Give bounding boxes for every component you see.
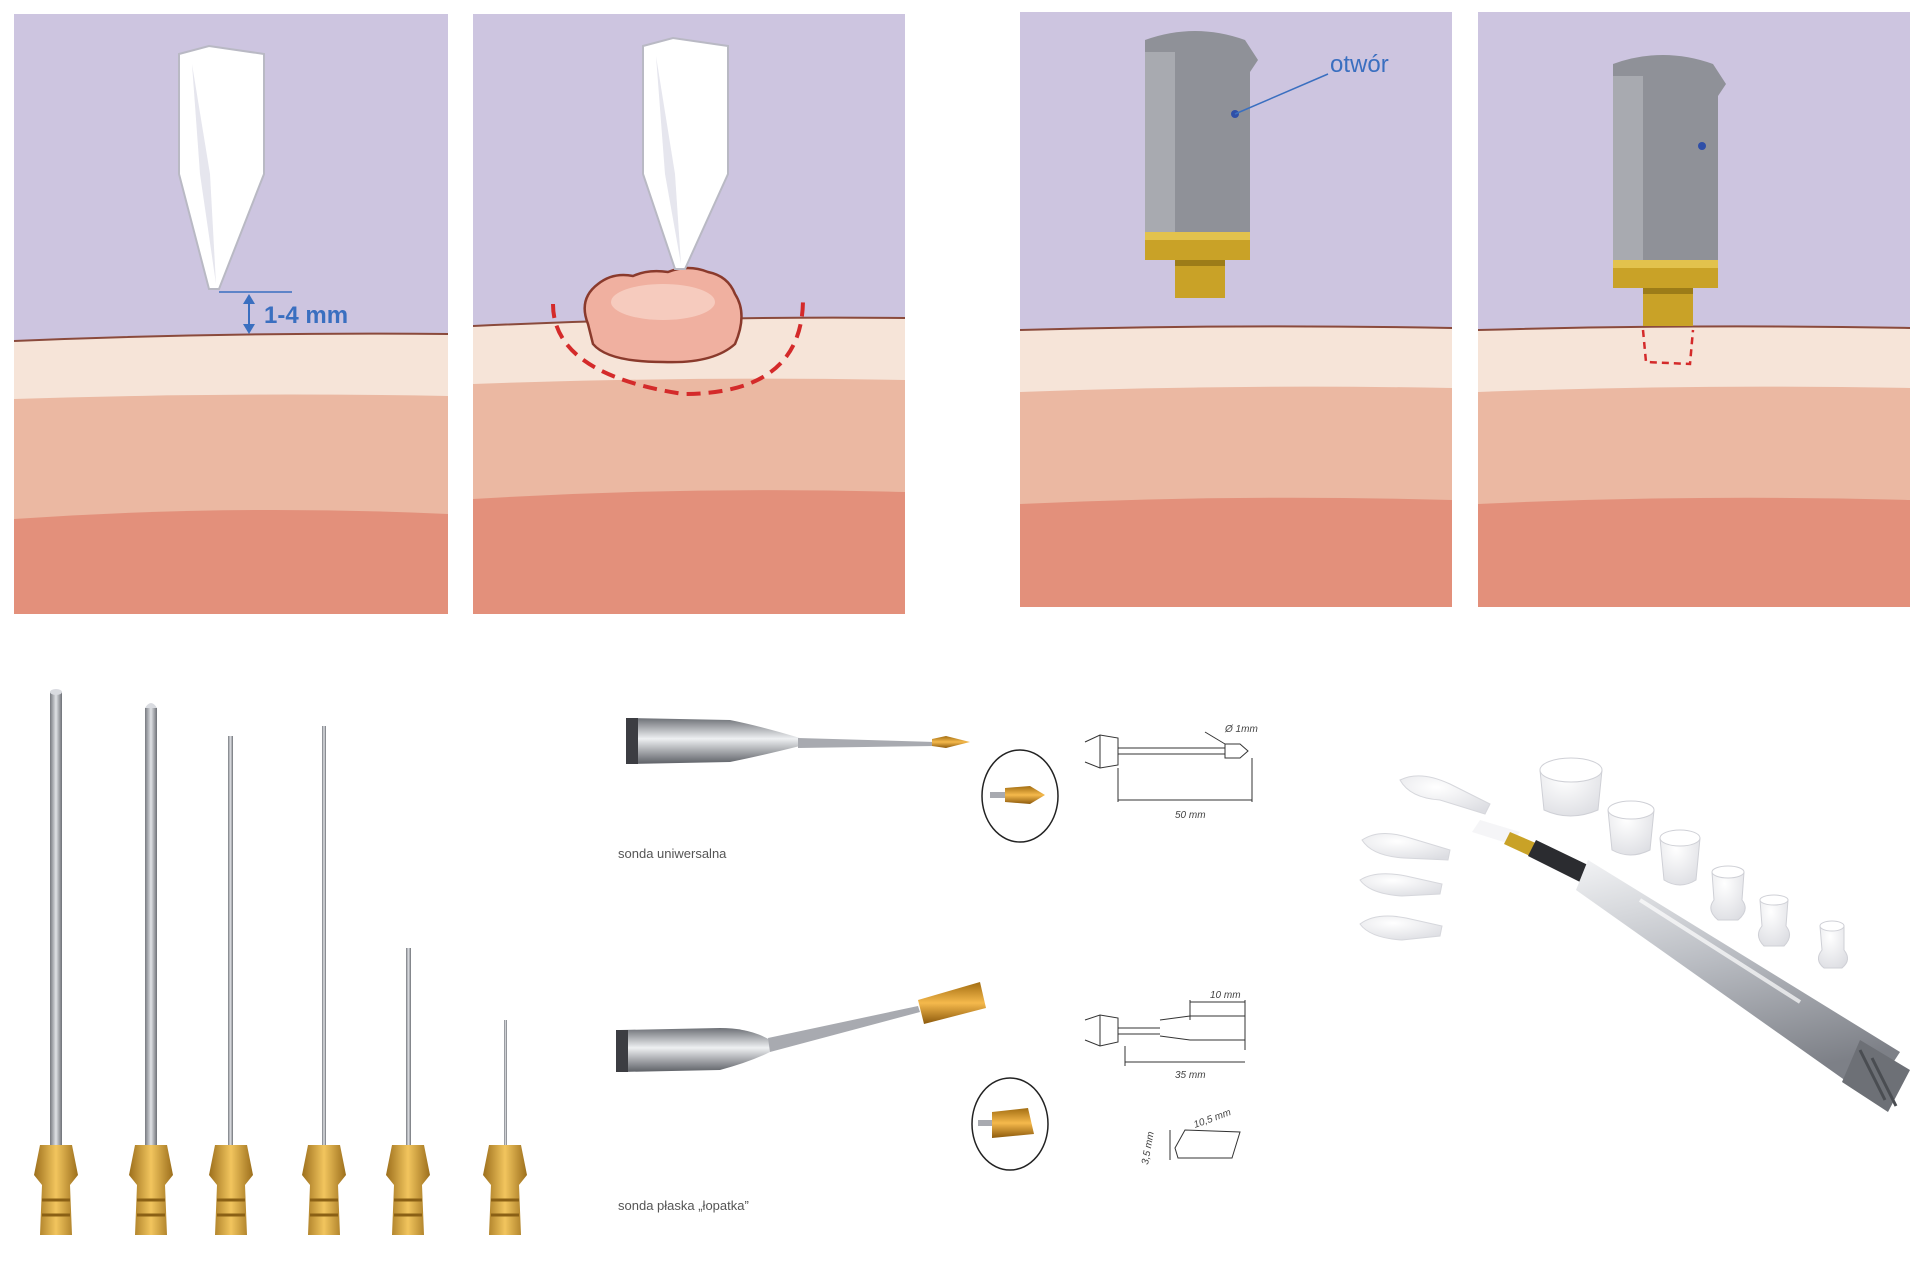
flat-tip-dim: 10,5 mm — [1192, 1107, 1232, 1131]
cotton-tip-icon — [1399, 775, 1491, 815]
panel-probe-hole: otwór — [1020, 12, 1452, 607]
flat-probe-icon — [616, 982, 986, 1072]
hole-label: otwór — [1330, 51, 1389, 78]
needle-icon — [129, 703, 173, 1235]
needle-icon — [209, 736, 253, 1235]
ceramic-cap-icon — [1818, 920, 1848, 969]
needle-tip-icon — [178, 44, 265, 290]
distance-arrow-icon — [243, 294, 255, 334]
ceramic-cap-icon — [1607, 800, 1655, 856]
universal-length-dim: 50 mm — [1175, 810, 1206, 821]
panel-needle-distance-figure: 1-4 mm — [14, 14, 448, 614]
flat-width-dim: 10 mm — [1210, 990, 1241, 1001]
cotton-tip-icon — [1359, 873, 1443, 897]
handpiece-icon — [1472, 820, 1910, 1112]
probe-icon — [1145, 31, 1258, 298]
handpiece-with-tips — [1340, 740, 1920, 1160]
needle-tip-icon — [642, 36, 729, 270]
needle-icon — [34, 689, 78, 1235]
probe-types-figure: Ø 1mm 50 mm sonda uniwersalna — [616, 718, 1258, 1213]
probe-icon — [1613, 55, 1726, 326]
panel-needle-lesion-figure — [473, 14, 905, 614]
panel-needle-distance: 1-4 mm — [14, 14, 448, 614]
universal-probe-schematic — [1084, 731, 1253, 802]
hole-leader-line — [1234, 73, 1329, 115]
excision-margin-marker — [551, 298, 805, 397]
ceramic-cap-icon — [1710, 865, 1746, 921]
panel-probe-hole-figure: otwór — [1020, 12, 1452, 607]
skin-lesion — [583, 266, 743, 364]
ceramic-cap-icon — [1659, 829, 1701, 886]
skin-surface-line — [1478, 325, 1910, 331]
needle-icon — [386, 948, 430, 1235]
tip-diameter-dim: Ø 1mm — [1224, 724, 1258, 735]
cotton-tip-icon — [1361, 833, 1451, 861]
depth-label: 1-4 mm — [264, 302, 348, 329]
universal-probe-icon — [626, 718, 970, 764]
universal-probe-detail-icon — [981, 749, 1059, 843]
cotton-tip-icon — [1359, 915, 1443, 941]
skin-surface-line — [1020, 325, 1452, 331]
subcutis-layer — [14, 510, 448, 614]
hole-dot-icon — [1698, 142, 1706, 150]
panel-probe-penetration-figure — [1478, 12, 1910, 607]
universal-probe-caption: sonda uniwersalna — [618, 846, 727, 861]
handpiece-with-tips-figure — [1359, 757, 1910, 1112]
ceramic-cap-icon — [1539, 757, 1603, 817]
flat-probe-caption: sonda płaska „łopatka” — [618, 1198, 749, 1213]
flat-thickness-dim: 3,5 mm — [1140, 1131, 1157, 1166]
panel-needle-lesion — [473, 14, 905, 614]
flat-length-dim: 35 mm — [1175, 1070, 1206, 1081]
probe-types: Ø 1mm 50 mm sonda uniwersalna — [600, 690, 1320, 1230]
skin-surface-line — [14, 332, 448, 342]
flat-probe-schematic — [1084, 1000, 1246, 1160]
needle-icon — [483, 1020, 527, 1235]
needle-icon — [302, 726, 346, 1235]
needle-electrode-set — [20, 680, 560, 1260]
ceramic-cap-icon — [1758, 894, 1790, 947]
penetration-outline-marker — [1641, 329, 1695, 366]
panel-probe-penetration — [1478, 12, 1910, 607]
needle-electrode-set-figure — [34, 689, 527, 1235]
flat-probe-detail-icon — [971, 1077, 1049, 1171]
